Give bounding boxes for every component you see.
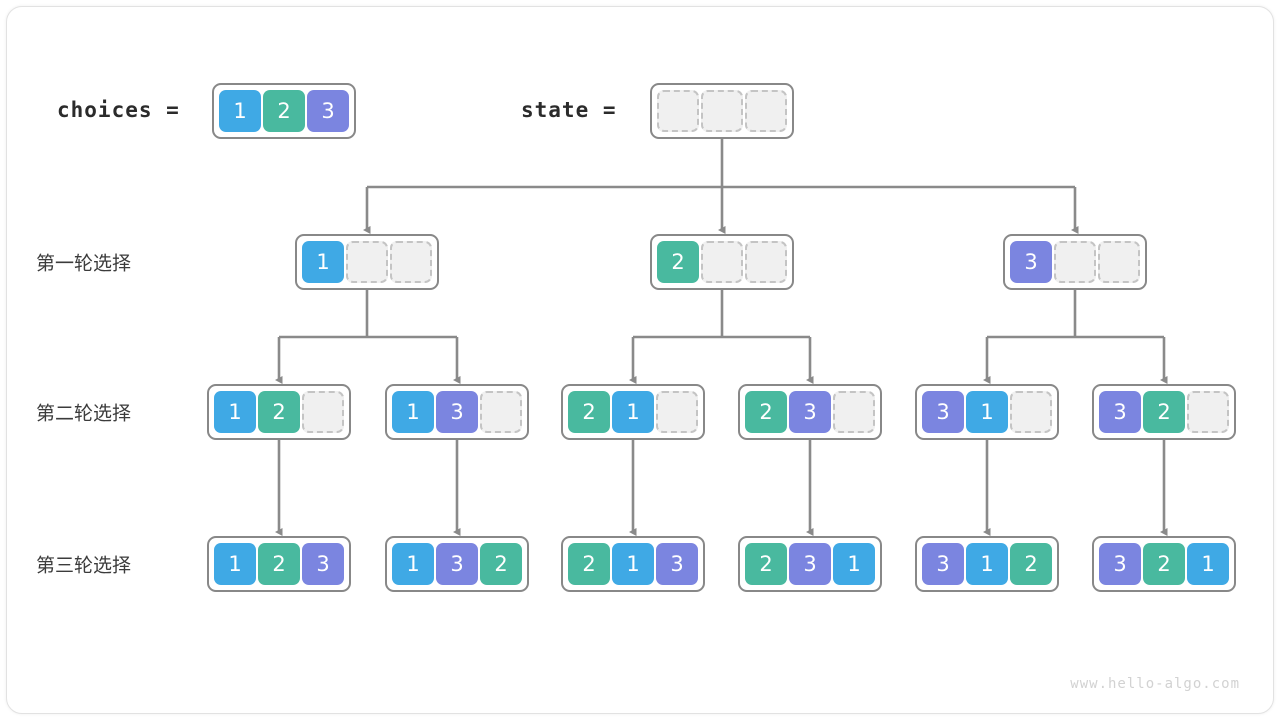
node-r2-4-cell-3 — [833, 391, 875, 433]
node-r3-1-cell-3: 3 — [302, 543, 344, 585]
node-r2-2-cell-2: 3 — [436, 391, 478, 433]
node-r2-1-cell-2: 2 — [258, 391, 300, 433]
node-r3-5-cell-2: 1 — [966, 543, 1008, 585]
row-label-round-3: 第三轮选择 — [36, 554, 132, 577]
node-r2-4-cell-1: 2 — [745, 391, 787, 433]
row-label-round-1: 第一轮选择 — [36, 252, 132, 275]
state-array-box — [650, 83, 794, 139]
node-r1-2-cell-3 — [745, 241, 787, 283]
node-round-1-3: 3 — [1003, 234, 1147, 290]
node-r3-3-cell-1: 2 — [568, 543, 610, 585]
node-r2-5-cell-2: 1 — [966, 391, 1008, 433]
node-r1-1-cell-3 — [390, 241, 432, 283]
node-r1-3-cell-3 — [1098, 241, 1140, 283]
watermark: www.hello-algo.com — [1070, 676, 1240, 692]
choices-cell-1: 1 — [219, 90, 261, 132]
node-r2-3-cell-1: 2 — [568, 391, 610, 433]
choices-cell-2: 2 — [263, 90, 305, 132]
node-round-1-1: 1 — [295, 234, 439, 290]
node-r2-1-cell-1: 1 — [214, 391, 256, 433]
node-r2-6-cell-2: 2 — [1143, 391, 1185, 433]
row-label-round-2: 第二轮选择 — [36, 402, 132, 425]
node-r2-1-cell-3 — [302, 391, 344, 433]
state-cell-1 — [657, 90, 699, 132]
node-r2-3-cell-3 — [656, 391, 698, 433]
node-r3-3-cell-3: 3 — [656, 543, 698, 585]
node-r3-2-cell-3: 2 — [480, 543, 522, 585]
node-round-1-2: 2 — [650, 234, 794, 290]
state-cell-2 — [701, 90, 743, 132]
node-r3-6-cell-3: 1 — [1187, 543, 1229, 585]
node-r3-4-cell-1: 2 — [745, 543, 787, 585]
node-r3-2-cell-2: 3 — [436, 543, 478, 585]
node-r3-4-cell-2: 3 — [789, 543, 831, 585]
node-r1-2-cell-1: 2 — [657, 241, 699, 283]
node-r1-3-cell-1: 3 — [1010, 241, 1052, 283]
node-r3-3-cell-2: 1 — [612, 543, 654, 585]
node-r2-4-cell-2: 3 — [789, 391, 831, 433]
choices-cell-3: 3 — [307, 90, 349, 132]
state-label: state = — [521, 98, 617, 122]
node-r3-6-cell-2: 2 — [1143, 543, 1185, 585]
node-r2-5-cell-1: 3 — [922, 391, 964, 433]
node-r1-2-cell-2 — [701, 241, 743, 283]
node-r2-2-cell-1: 1 — [392, 391, 434, 433]
node-r2-3-cell-2: 1 — [612, 391, 654, 433]
node-r3-5-cell-3: 2 — [1010, 543, 1052, 585]
node-r2-2-cell-3 — [480, 391, 522, 433]
choices-label: choices = — [57, 98, 180, 122]
node-r2-5-cell-3 — [1010, 391, 1052, 433]
node-r3-4-cell-3: 1 — [833, 543, 875, 585]
node-r1-1-cell-1: 1 — [302, 241, 344, 283]
node-r1-1-cell-2 — [346, 241, 388, 283]
node-r3-1-cell-1: 1 — [214, 543, 256, 585]
node-r1-3-cell-2 — [1054, 241, 1096, 283]
node-r3-1-cell-2: 2 — [258, 543, 300, 585]
state-cell-3 — [745, 90, 787, 132]
node-r2-6-cell-1: 3 — [1099, 391, 1141, 433]
node-r3-6-cell-1: 3 — [1099, 543, 1141, 585]
node-r3-5-cell-1: 3 — [922, 543, 964, 585]
node-r3-2-cell-1: 1 — [392, 543, 434, 585]
diagram-frame — [6, 6, 1274, 714]
node-r2-6-cell-3 — [1187, 391, 1229, 433]
